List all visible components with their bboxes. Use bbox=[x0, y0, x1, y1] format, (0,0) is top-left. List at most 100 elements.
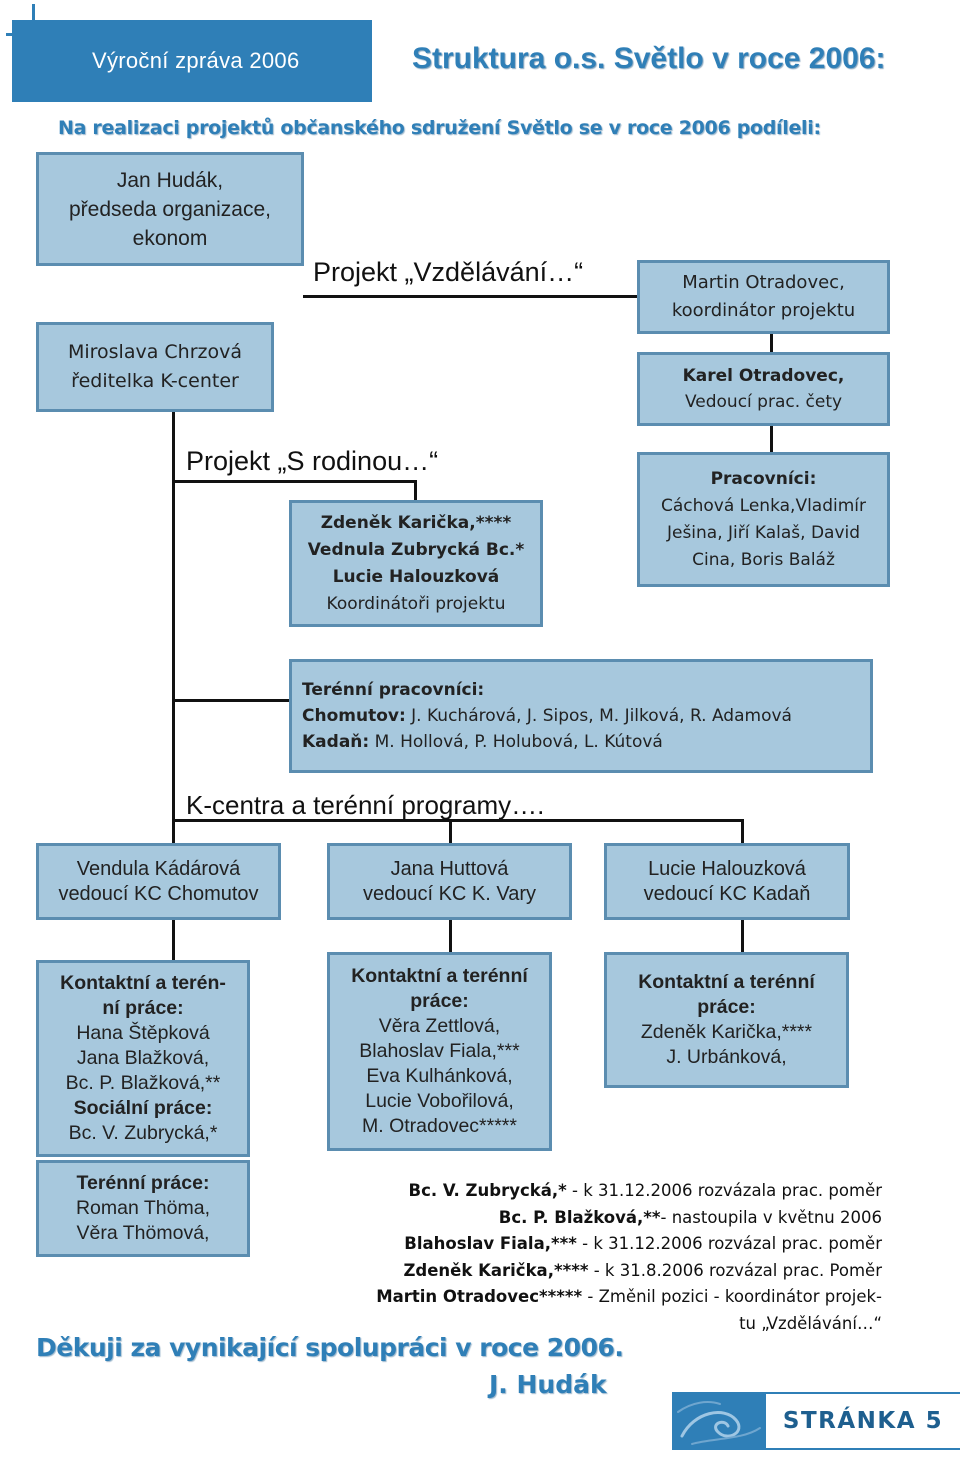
staff-heading: Kontaktní a terénní bbox=[638, 971, 815, 993]
project-vzdelavani-title: Projekt „Vzdělávání…“ bbox=[313, 257, 584, 287]
coordinator-line: Zdeněk Karička,**** bbox=[320, 512, 512, 533]
chairman-role: předseda organizace, bbox=[69, 197, 271, 221]
page-subtitle: Na realizaci projektů občanského sdružen… bbox=[58, 117, 821, 139]
staff-member: Hana Štěpková bbox=[76, 1022, 210, 1044]
staff-member: Bc. P. Blažková,** bbox=[65, 1072, 221, 1094]
staff-member: Zdeněk Karička,**** bbox=[640, 1021, 813, 1043]
coordinator-box: Martin Otradovec, koordinátor projektu bbox=[637, 260, 890, 334]
footnote-text: - k 31.12.2006 rozvázal prac. poměr bbox=[576, 1234, 882, 1253]
staff-member: M. Otradovec***** bbox=[362, 1115, 517, 1137]
kadan-names: M. Hollová, P. Holubová, L. Kútová bbox=[369, 732, 663, 752]
chairman-name: Jan Hudák, bbox=[116, 168, 224, 192]
field-work-chomutov-box: Terénní práce: Roman Thöma, Věra Thömová… bbox=[36, 1160, 250, 1257]
work-crew-leader-box: Karel Otradovec, Vedoucí prac. čety bbox=[637, 352, 890, 426]
kc-vary-link-line bbox=[449, 918, 452, 954]
footnote-text: tu „Vzdělávání…“ bbox=[739, 1313, 882, 1333]
vzdelavani-link-line-2 bbox=[770, 424, 773, 454]
workers-line: Cina, Boris Baláž bbox=[692, 549, 835, 570]
director-name: Miroslava Chrzová bbox=[67, 341, 243, 363]
footnote-name: Bc. V. Zubrycká,* bbox=[408, 1181, 567, 1200]
kc-vary-staff-box: Kontaktní a terénní práce: Věra Zettlová… bbox=[327, 952, 552, 1151]
kc-head-name: Lucie Halouzková bbox=[648, 857, 806, 880]
director-box: Miroslava Chrzová ředitelka K-center bbox=[36, 322, 274, 412]
rodinou-drop-line bbox=[414, 480, 417, 500]
field-workers-heading: Terénní pracovníci: bbox=[302, 680, 485, 700]
staff-member: Bc. V. Zubrycká,* bbox=[68, 1122, 218, 1144]
kc-head-role: vedoucí KC Kadaň bbox=[643, 882, 811, 905]
workers-line: Ješina, Jiří Kalaš, David bbox=[666, 522, 861, 543]
footnote-name: Zdeněk Karička,**** bbox=[403, 1260, 589, 1280]
staff-heading: Terénní práce: bbox=[76, 1172, 210, 1194]
staff-heading: Kontaktní a terén- bbox=[60, 972, 226, 994]
rodinou-coordinators-box: Zdeněk Karička,**** Vednula Zubrycká Bc.… bbox=[289, 500, 543, 627]
kc-head-chomutov-box: Vendula Kádárová vedoucí KC Chomutov bbox=[36, 843, 281, 920]
field-workers-kadan: Kadaň: M. Hollová, P. Holubová, L. Kútov… bbox=[302, 729, 663, 755]
kcentra-title: K-centra a terénní programy…. bbox=[186, 790, 545, 820]
staff-member: Blahoslav Fiala,*** bbox=[359, 1040, 520, 1062]
footnote-text: - Změnil pozici - koordinátor projek- bbox=[582, 1287, 882, 1306]
staff-heading: Kontaktní a terénní bbox=[351, 965, 528, 987]
project-rodinou-title: Projekt „S rodinou…“ bbox=[186, 446, 439, 476]
staff-member: Jana Blažková, bbox=[76, 1047, 210, 1069]
page-number: STRÁNKA 5 bbox=[766, 1394, 960, 1448]
staff-member: Lucie Vobořilová, bbox=[365, 1090, 514, 1112]
chomutov-names: J. Kuchárová, J. Sipos, M. Jilková, R. A… bbox=[405, 706, 792, 726]
main-trunk-line bbox=[172, 408, 175, 845]
signature: J. Hudák bbox=[489, 1370, 607, 1399]
page-title: Struktura o.s. Světlo v roce 2006: bbox=[412, 42, 886, 75]
chairman-role-2: ekonom bbox=[132, 226, 208, 250]
footnote-text: - nastoupila v květnu 2006 bbox=[660, 1207, 883, 1227]
footnote: Bc. V. Zubrycká,* - k 31.12.2006 rozváza… bbox=[376, 1178, 882, 1205]
work-crew-leader-role: Vedoucí prac. čety bbox=[684, 392, 843, 412]
field-workers-chomutov: Chomutov: J. Kuchárová, J. Sipos, M. Jil… bbox=[302, 703, 792, 729]
staff-member: Roman Thöma, bbox=[75, 1197, 211, 1219]
staff-heading: ní práce: bbox=[102, 997, 184, 1019]
coordinator-role: koordinátor projektu bbox=[671, 300, 856, 321]
kc-head-role: vedoucí KC Chomutov bbox=[58, 882, 259, 905]
report-label: Výroční zpráva 2006 bbox=[92, 48, 300, 73]
footnote: Zdeněk Karička,**** - k 31.8.2006 rozváz… bbox=[376, 1258, 882, 1285]
chairman-box: Jan Hudák, předseda organizace, ekonom bbox=[36, 152, 304, 266]
field-workers-box: Terénní pracovníci: Chomutov: J. Kucháro… bbox=[289, 659, 873, 773]
kc-chomutov-staff-box: Kontaktní a terén- ní práce: Hana Štěpko… bbox=[36, 960, 250, 1157]
footnote: Bc. P. Blažková,**- nastoupila v květnu … bbox=[376, 1205, 882, 1232]
chomutov-label: Chomutov: bbox=[302, 706, 406, 726]
director-role: ředitelka K-center bbox=[71, 370, 239, 392]
workers-line: Cáchová Lenka,Vladimír bbox=[660, 495, 867, 516]
kadan-label: Kadaň: bbox=[302, 732, 370, 752]
staff-member: Věra Thömová, bbox=[76, 1222, 210, 1244]
kc-head-name: Vendula Kádárová bbox=[76, 857, 241, 880]
kc-head-name: Jana Huttová bbox=[390, 857, 509, 880]
kc-vary-drop-line bbox=[449, 819, 452, 845]
footnote-name: Bc. P. Blažková,** bbox=[498, 1207, 661, 1227]
staff-member: Věra Zettlová, bbox=[378, 1015, 501, 1037]
vzdelavani-link-line bbox=[770, 333, 773, 355]
footnote-text: - k 31.12.2006 rozvázala prac. poměr bbox=[566, 1181, 882, 1200]
staff-member: Eva Kulhánková, bbox=[366, 1065, 513, 1087]
footnote-name: Martin Otradovec***** bbox=[376, 1287, 583, 1306]
rodinou-branch-line bbox=[174, 480, 416, 483]
staff-heading: práce: bbox=[697, 996, 756, 1018]
kc-head-role: vedoucí KC K. Vary bbox=[362, 882, 537, 905]
workers-heading: Pracovníci: bbox=[710, 468, 817, 489]
thanks-message: Děkuji za vynikající spolupráci v roce 2… bbox=[36, 1333, 624, 1362]
kc-head-kadan-box: Lucie Halouzková vedoucí KC Kadaň bbox=[604, 843, 850, 920]
footnote: Blahoslav Fiala,*** - k 31.12.2006 rozvá… bbox=[376, 1231, 882, 1258]
coordinator-line: Lucie Halouzková bbox=[332, 566, 500, 587]
kc-head-vary-box: Jana Huttová vedoucí KC K. Vary bbox=[327, 843, 572, 920]
workers-box: Pracovníci: Cáchová Lenka,Vladimír Ješin… bbox=[637, 452, 890, 587]
footnote-text: - k 31.8.2006 rozvázal prac. Poměr bbox=[588, 1260, 882, 1280]
kc-kadan-drop-line bbox=[741, 819, 744, 845]
staff-heading: Sociální práce: bbox=[73, 1097, 213, 1119]
swirl-logo-icon bbox=[677, 1401, 761, 1445]
footnotes: Bc. V. Zubrycká,* - k 31.12.2006 rozváza… bbox=[376, 1178, 882, 1337]
kc-kadan-staff-box: Kontaktní a terénní práce: Zdeněk Karičk… bbox=[604, 952, 849, 1088]
footnote: tu „Vzdělávání…“ bbox=[376, 1311, 882, 1338]
work-crew-leader-name: Karel Otradovec, bbox=[682, 366, 845, 386]
footnote-name: Blahoslav Fiala,*** bbox=[404, 1234, 577, 1253]
kc-chomutov-link-line bbox=[172, 918, 175, 962]
vzdelavani-branch-line bbox=[303, 295, 637, 298]
kc-kadan-link-line bbox=[741, 918, 744, 954]
field-workers-link-line bbox=[174, 699, 290, 702]
kcentra-branch-line bbox=[174, 819, 744, 822]
